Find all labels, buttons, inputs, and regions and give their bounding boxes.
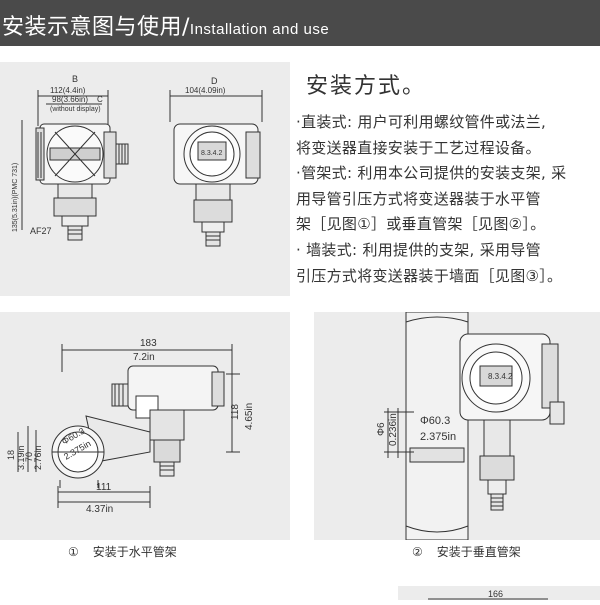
vertical-mount-drawing: 8.3.4.2 Φ6 0.236in Φ60.3 2.375in: [376, 311, 565, 541]
dim-7-2in: 7.2in: [133, 352, 155, 363]
horizontal-mount-drawing: 183 7.2in 118 4.65in 18 3.19in 70 2.76in…: [6, 338, 255, 515]
dim-phi6: Φ6: [376, 422, 387, 436]
horizontal-mount-panel: 183 7.2in 118 4.65in 18 3.19in 70 2.76in…: [0, 312, 290, 540]
dim-183: 183: [140, 338, 157, 349]
dim-0-236in: 0.236in: [388, 413, 399, 446]
section-title: 安装方式。: [306, 74, 427, 99]
dim-118: 118: [230, 404, 241, 420]
top-dim-total: 112(4.4in): [50, 86, 86, 95]
section-line-3: ·管架式: 利用本公司提供的安装支架, 采: [296, 164, 567, 182]
caption-vertical-number: ②: [412, 545, 423, 559]
top-dim-side: 104(4.09in): [185, 86, 226, 95]
dim-2-375in-v: 2.375in: [420, 431, 456, 443]
dim-18: 18: [6, 450, 16, 460]
header-title: 安装示意图与使用/Installation and use: [2, 9, 329, 41]
top-drawing-panel: B D 112(4.4in) 98(3.66in) C (without dis…: [0, 62, 290, 296]
section-line-1: ·直装式: 用户可利用螺纹管件或法兰,: [296, 113, 547, 131]
dim-111: 111: [96, 482, 112, 493]
section-line-2: 将变送器直接安装于工艺过程设备。: [296, 139, 541, 157]
caption-vertical-text: 安装于垂直管架: [436, 545, 521, 559]
bottom-strip-drawing: 166: [428, 589, 548, 600]
section-line-6: · 墙装式: 利用提供的支架, 采用导管: [296, 241, 541, 259]
dim-3-19in: 3.19in: [16, 445, 26, 470]
dim-4-37in: 4.37in: [86, 504, 113, 515]
top-thread: AF27: [30, 226, 52, 236]
section-line-4: 用导管引压方式将变送器装于水平管: [296, 190, 541, 208]
section-line-7: 引压方式将变送器装于墙面［见图③］。: [296, 267, 563, 285]
caption-horizontal: ① 安装于水平管架: [68, 543, 177, 560]
top-label-b: B: [72, 74, 78, 84]
top-label-c: C: [97, 95, 103, 104]
top-dim-body: 98(3.66in): [52, 95, 88, 104]
section-line-5: 架［见图①］或垂直管架［见图②］。: [296, 215, 546, 233]
caption-horizontal-number: ①: [68, 545, 79, 559]
dim-166: 166: [488, 589, 503, 599]
dim-4-65in: 4.65in: [244, 403, 255, 430]
header-bar: 安装示意图与使用/Installation and use: [0, 0, 600, 46]
top-dim-height: 135(5.31in)(PMC 731): [12, 163, 19, 232]
header-title-cn: 安装示意图与使用/: [2, 15, 190, 40]
top-label-d: D: [211, 76, 218, 86]
dim-phi60-v: Φ60.3: [420, 415, 450, 427]
v-display-value: 8.3.4.2: [488, 372, 513, 381]
top-drawing: B D 112(4.4in) 98(3.66in) C (without dis…: [12, 74, 263, 247]
dim-70: 70: [24, 452, 34, 462]
top-display-value: 8.3.4.2: [201, 150, 223, 157]
caption-horizontal-text: 安装于水平管架: [92, 545, 177, 559]
header-title-en: Installation and use: [189, 21, 330, 38]
top-dim-note: (without display): [50, 106, 101, 113]
bottom-drawing-strip: 166: [398, 586, 600, 600]
dim-2-76in: 2.76in: [33, 445, 43, 470]
vertical-mount-panel: 8.3.4.2 Φ6 0.236in Φ60.3 2.375in: [314, 311, 600, 541]
caption-vertical: ② 安装于垂直管架: [412, 543, 521, 560]
